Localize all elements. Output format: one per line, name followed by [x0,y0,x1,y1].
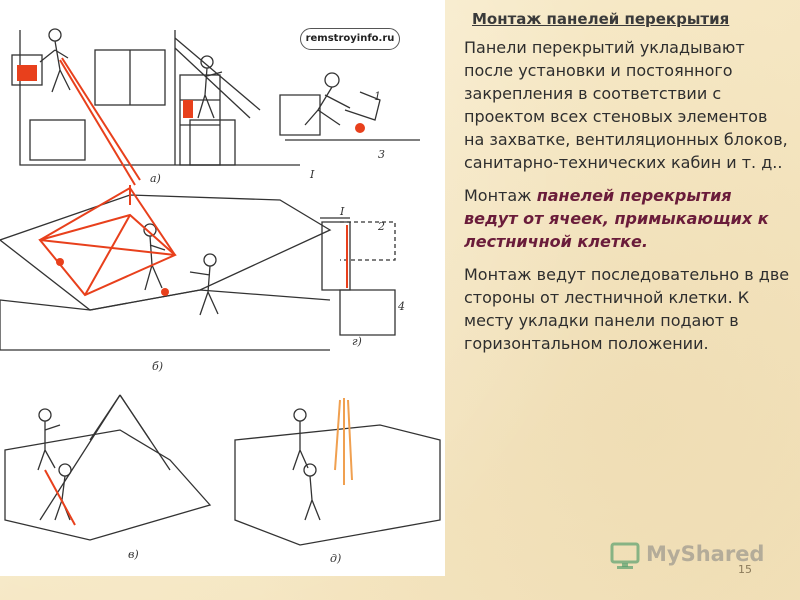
figure-label-d: д) [330,552,342,565]
page-number: 15 [738,563,752,576]
detail-mark: I [310,168,315,181]
myshared-logo: MyShared [610,540,770,570]
slide-text-column: Монтаж панелей перекрытия Панели перекры… [460,10,790,365]
bucket-fill [17,65,37,81]
callout-3: 3 [378,148,385,161]
monitor-icon [610,542,640,569]
figure-label-a: а) [150,172,161,185]
detail-title: I [340,205,345,218]
figure-label-g: г) [352,335,362,348]
callout-1: 1 [374,90,381,103]
callout-2: 2 [378,220,385,233]
watermark-badge: remstroyinfo.ru [300,28,400,50]
figure-label-v: в) [128,548,139,561]
paragraph-1: Панели перекрытий укладывают после устан… [464,38,788,172]
callout-4: 4 [398,300,405,313]
slide-title: Монтаж панелей перекрытия [472,10,730,28]
illustration-drawing [0,28,441,546]
paragraph-2: Монтаж панелей перекрытия ведут от ячеек… [464,184,790,253]
construction-illustration: remstroyinfo.ru а) I I б) г) в) д) 1 2 3… [0,28,441,565]
paragraph-2-prefix: Монтаж [464,186,537,205]
paragraph-3: Монтаж ведут последовательно в две сторо… [464,265,790,353]
figure-label-b: б) [152,360,164,373]
logo-text: MyShared [646,542,765,566]
paragraph-2-emphasis: панелей перекрытия ведут от ячеек, примы… [464,186,769,251]
